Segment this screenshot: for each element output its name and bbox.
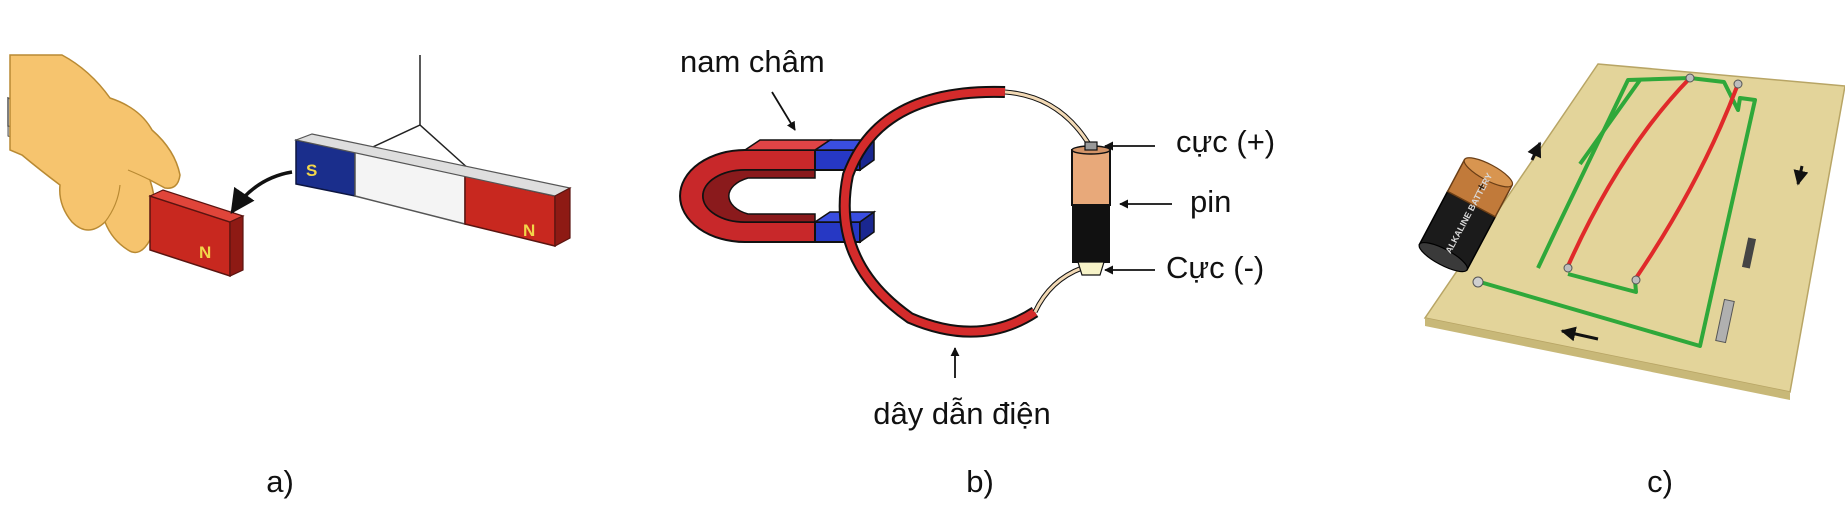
caption-a: a) xyxy=(266,464,294,499)
panel-b: nam châm cực (+) pin Cực (-) dây dẫn điệ… xyxy=(679,44,1275,499)
magnet-label: nam châm xyxy=(680,44,825,79)
current-arrows xyxy=(1527,141,1809,342)
magnet-label-arrow xyxy=(771,91,796,131)
panel-c: ALKALINE BATTERY + c) xyxy=(1418,63,1845,499)
panel-a: N S N a) xyxy=(7,54,572,499)
hand-magnet: N xyxy=(148,189,245,278)
hand-magnet-label: N xyxy=(199,243,211,262)
wire-label: dây dẫn điện xyxy=(873,396,1051,431)
terminals xyxy=(1563,73,1743,285)
north-pole-label: N xyxy=(523,221,535,240)
lead-bottom xyxy=(1032,265,1083,314)
alkaline-battery: ALKALINE BATTERY + xyxy=(1418,157,1514,273)
lead-top xyxy=(1004,89,1093,148)
green-circuit xyxy=(1479,76,1757,348)
minus-terminal-label: Cực (-) xyxy=(1166,250,1264,285)
repel-arrow xyxy=(230,170,293,215)
plus-terminal-label: cực (+) xyxy=(1176,124,1275,159)
switch xyxy=(1715,237,1757,344)
battery-label: pin xyxy=(1190,184,1231,219)
battery-contact xyxy=(1472,276,1484,288)
red-wires xyxy=(1566,76,1740,280)
battery xyxy=(1071,141,1111,276)
suspended-magnet: S N xyxy=(293,133,572,247)
caption-c: c) xyxy=(1647,464,1673,499)
south-pole-label: S xyxy=(306,161,317,180)
caption-b: b) xyxy=(966,464,994,499)
